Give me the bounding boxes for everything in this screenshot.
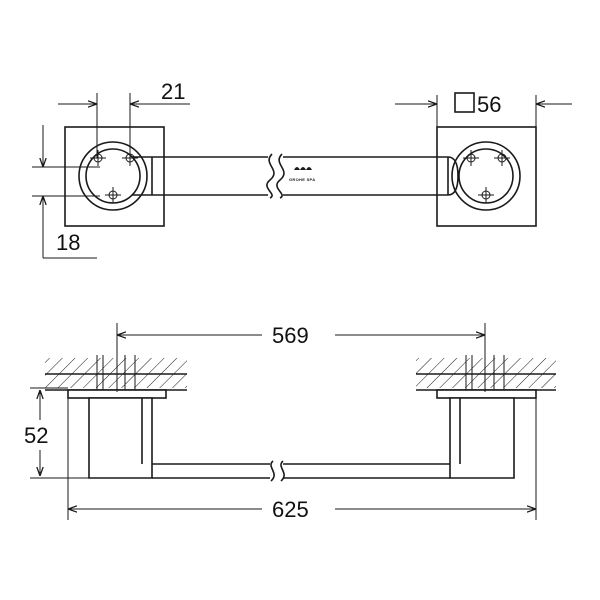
side-view: 569 52 625	[24, 323, 556, 522]
dimension-52: 52	[24, 387, 89, 479]
bar-top-view: GROHE SPA	[132, 153, 459, 199]
svg-text:GROHE SPA: GROHE SPA	[289, 177, 315, 182]
left-bracket	[67, 389, 167, 479]
wall-right	[416, 358, 556, 391]
screw-hole-upper-left-r	[463, 150, 479, 166]
dimension-label-18: 18	[56, 230, 80, 255]
dimension-label-52: 52	[24, 423, 48, 448]
square-icon	[454, 92, 475, 113]
break-mark	[266, 153, 275, 199]
brand-logo: GROHE SPA	[289, 167, 315, 182]
left-mount-plate	[64, 126, 165, 227]
dimension-label-21: 21	[161, 79, 185, 104]
dimension-label-569: 569	[272, 323, 309, 348]
dimension-625: 625	[67, 398, 537, 522]
wall-anchor-marks	[96, 355, 505, 390]
screw-hole-upper-right-r	[494, 150, 510, 166]
screw-hole-lower-r	[478, 187, 494, 203]
screw-hole-upper-left	[90, 150, 106, 166]
break-mark-side	[270, 460, 275, 482]
right-mount-plate	[436, 126, 537, 227]
right-bracket	[436, 389, 537, 479]
dimension-label-625: 625	[272, 497, 309, 522]
dimension-21: 21	[58, 79, 190, 158]
dimension-18: 18	[32, 125, 100, 259]
dimension-569: 569	[116, 323, 486, 392]
dimension-56: 56	[395, 92, 572, 127]
dimension-label-56: 56	[477, 92, 501, 117]
top-view: GROHE SPA 21 56 18	[32, 79, 572, 259]
wall-left	[45, 358, 187, 391]
screw-hole-lower	[105, 187, 121, 203]
bar-side-view	[152, 460, 450, 482]
